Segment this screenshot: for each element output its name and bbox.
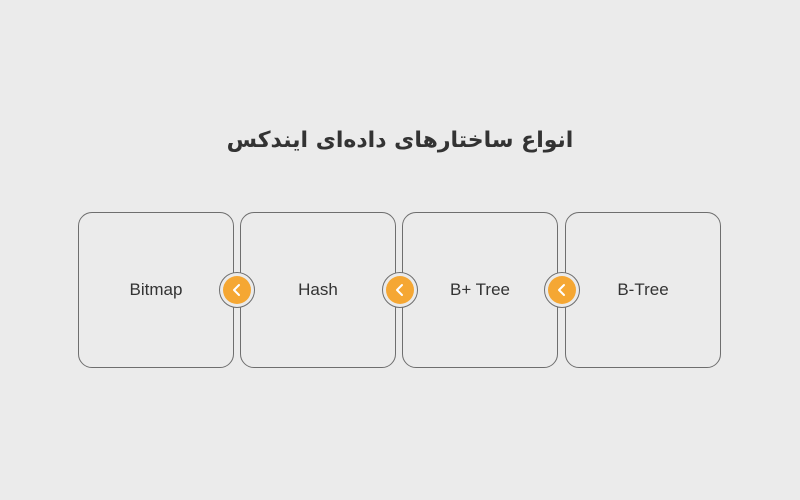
connector-3: [544, 272, 580, 308]
chevron-left-icon: [548, 276, 576, 304]
card-label-b-tree: B-Tree: [617, 280, 669, 299]
chevron-left-icon: [386, 276, 414, 304]
card-label-bplus-tree: B+ Tree: [449, 280, 510, 299]
card-label-hash: Hash: [298, 280, 338, 299]
card-b-tree: B-Tree: [565, 212, 721, 368]
card-bplus-tree: B+ Tree: [402, 212, 558, 368]
connector-1: [219, 272, 255, 308]
card-bitmap: Bitmap: [78, 212, 234, 368]
connector-2: [382, 272, 418, 308]
card-hash: Hash: [240, 212, 396, 368]
card-label-bitmap: Bitmap: [129, 280, 183, 299]
diagram-title: انواع ساختارهای داده‌ای ایندکس: [226, 128, 574, 153]
chevron-left-icon: [223, 276, 251, 304]
